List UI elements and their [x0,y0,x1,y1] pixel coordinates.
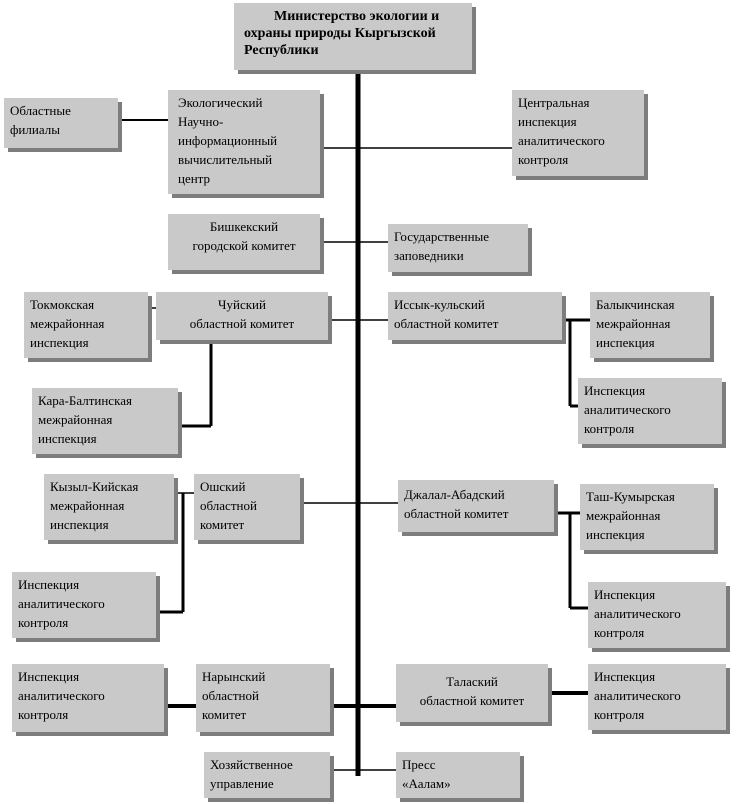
naryn-committee-box: Нарынский областной комитет [196,664,330,732]
kara-balta-inspection-label: Кара-Балтинская межрайонная инспекция [38,393,132,446]
tokmok-inspection-label: Токмокская межрайонная инспекция [30,297,105,350]
naryn-analytical-inspection-label: Инспекция аналитического контроля [18,669,105,722]
ministry-box: Министерство экологии и охраны природы К… [234,3,472,70]
bishkek-committee-box: Бишкекский городской комитет [168,214,320,270]
osh-committee-box: Ошский областной комитет [194,474,300,540]
ministry-title: Министерство экологии и охраны природы К… [244,9,440,58]
oblastnye-filialy-label: Областные филиалы [10,103,71,137]
kara-balta-inspection-box: Кара-Балтинская межрайонная инспекция [32,388,178,454]
issyk-analytical-inspection-box: Инспекция аналитического контроля [578,378,722,444]
naryn-analytical-inspection-box: Инспекция аналитического контроля [12,664,164,732]
central-inspection-box: Центральная инспекция аналитического кон… [512,90,644,176]
talas-committee-box: Талаский областной комитет [396,664,548,722]
osh-analytical-inspection-box: Инспекция аналитического контроля [12,572,156,638]
balykchy-inspection-box: Балыкчинская межрайонная инспекция [590,292,710,358]
osh-committee-label: Ошский областной комитет [200,479,257,532]
tash-kumyr-inspection-label: Таш-Кумырская межрайонная инспекция [586,489,675,542]
talas-analytical-inspection-label: Инспекция аналитического контроля [594,669,681,722]
oblastnye-filialy-box: Областные филиалы [4,98,118,148]
talas-committee-label: Талаский областной комитет [419,674,525,708]
tash-kumyr-inspection-box: Таш-Кумырская межрайонная инспекция [580,484,714,550]
kyzyl-kiya-inspection-label: Кызыл-Кийская межрайонная инспекция [50,479,139,532]
khoz-management-box: Хозяйственное управление [204,752,330,798]
issyk-analytical-inspection-label: Инспекция аналитического контроля [584,383,671,436]
issyk-kul-committee-box: Иссык-кульский областной комитет [388,292,562,340]
jalal-abad-committee-box: Джалал-Абадский областной комитет [398,480,554,532]
issyk-kul-committee-label: Иссык-кульский областной комитет [394,297,499,331]
press-aalam-box: Пресс «Аалам» [396,752,520,798]
jalal-analytical-inspection-label: Инспекция аналитического контроля [594,587,681,640]
eco-center-box: Экологический Научно- информационный выч… [168,90,320,194]
jalal-abad-committee-label: Джалал-Абадский областной комитет [404,487,509,521]
chuy-committee-box: Чуйский областной комитет [156,292,328,340]
jalal-analytical-inspection-box: Инспекция аналитического контроля [588,582,726,648]
osh-analytical-inspection-label: Инспекция аналитического контроля [18,577,105,630]
press-aalam-label: Пресс «Аалам» [402,757,451,791]
kyzyl-kiya-inspection-box: Кызыл-Кийская межрайонная инспекция [44,474,174,540]
naryn-committee-label: Нарынский областной комитет [202,669,266,722]
balykchy-inspection-label: Балыкчинская межрайонная инспекция [596,297,675,350]
chuy-committee-label: Чуйский областной комитет [189,297,295,331]
bishkek-committee-label: Бишкекский городской комитет [192,219,296,253]
zapovedniki-label: Государственные заповедники [394,229,490,263]
khoz-management-label: Хозяйственное управление [210,757,293,791]
talas-analytical-inspection-box: Инспекция аналитического контроля [588,664,726,730]
zapovedniki-box: Государственные заповедники [388,224,528,272]
eco-center-label: Экологический Научно- информационный выч… [178,95,278,186]
central-inspection-label: Центральная инспекция аналитического кон… [518,95,605,167]
tokmok-inspection-box: Токмокская межрайонная инспекция [24,292,148,358]
